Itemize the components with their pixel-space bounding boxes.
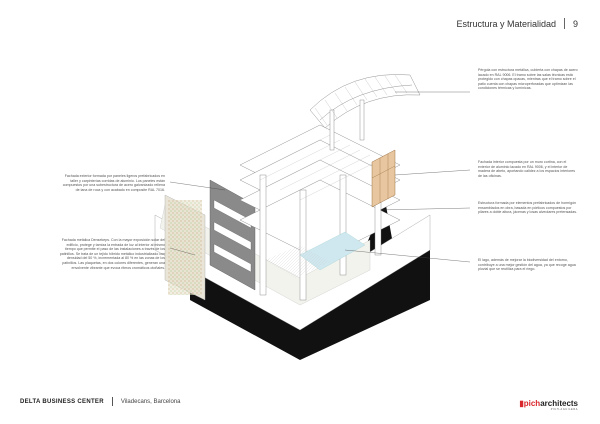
patio-floor [265, 245, 330, 278]
slab-ribs [249, 134, 381, 201]
curtain-wall [371, 149, 396, 208]
page-footer: DELTA BUSINESS CENTER Viladecans, Barcel… [20, 397, 180, 406]
ground-top-edge [154, 214, 431, 331]
annotation-exterior-facade: Fachada exterior formada por paneles lig… [62, 174, 165, 192]
leader-lines [169, 91, 471, 263]
annotation-interior-facade: Fachada interior compuesta por un muro c… [478, 160, 576, 178]
logo-prefix: pich [523, 399, 541, 408]
annotation-metallic-facade: Fachada metálica Densekeps. Con la mayor… [59, 238, 165, 270]
curtain-wall-mullions [371, 154, 396, 203]
page-number: 9 [572, 18, 578, 29]
logo-subtitle: PICH-AGUILERA [550, 408, 578, 411]
project-location: Viladecans, Barcelona [120, 398, 181, 405]
annotation-lake: El lago, además de mejorar la biodiversi… [478, 258, 576, 272]
project-name: DELTA BUSINESS CENTER [20, 398, 104, 405]
logo-suffix: architects [540, 399, 578, 408]
annotation-structure: Estructura formada por elementos prefabr… [478, 201, 578, 215]
firm-logo: ▮picharchitects PICH-AGUILERA [519, 399, 578, 411]
pergola-roof [309, 74, 421, 151]
page-header: Estructura y Materialidad 9 [456, 18, 578, 29]
page-title: Estructura y Materialidad [456, 18, 556, 29]
annotation-pergola: Pérgola con estructura metálica, cubiert… [478, 68, 578, 91]
footer-divider [111, 397, 113, 406]
metallic-facade-texture [168, 200, 202, 295]
logo-mark-icon: ▮ [519, 399, 524, 408]
pergola-slats [314, 74, 408, 126]
header-divider [563, 18, 565, 29]
